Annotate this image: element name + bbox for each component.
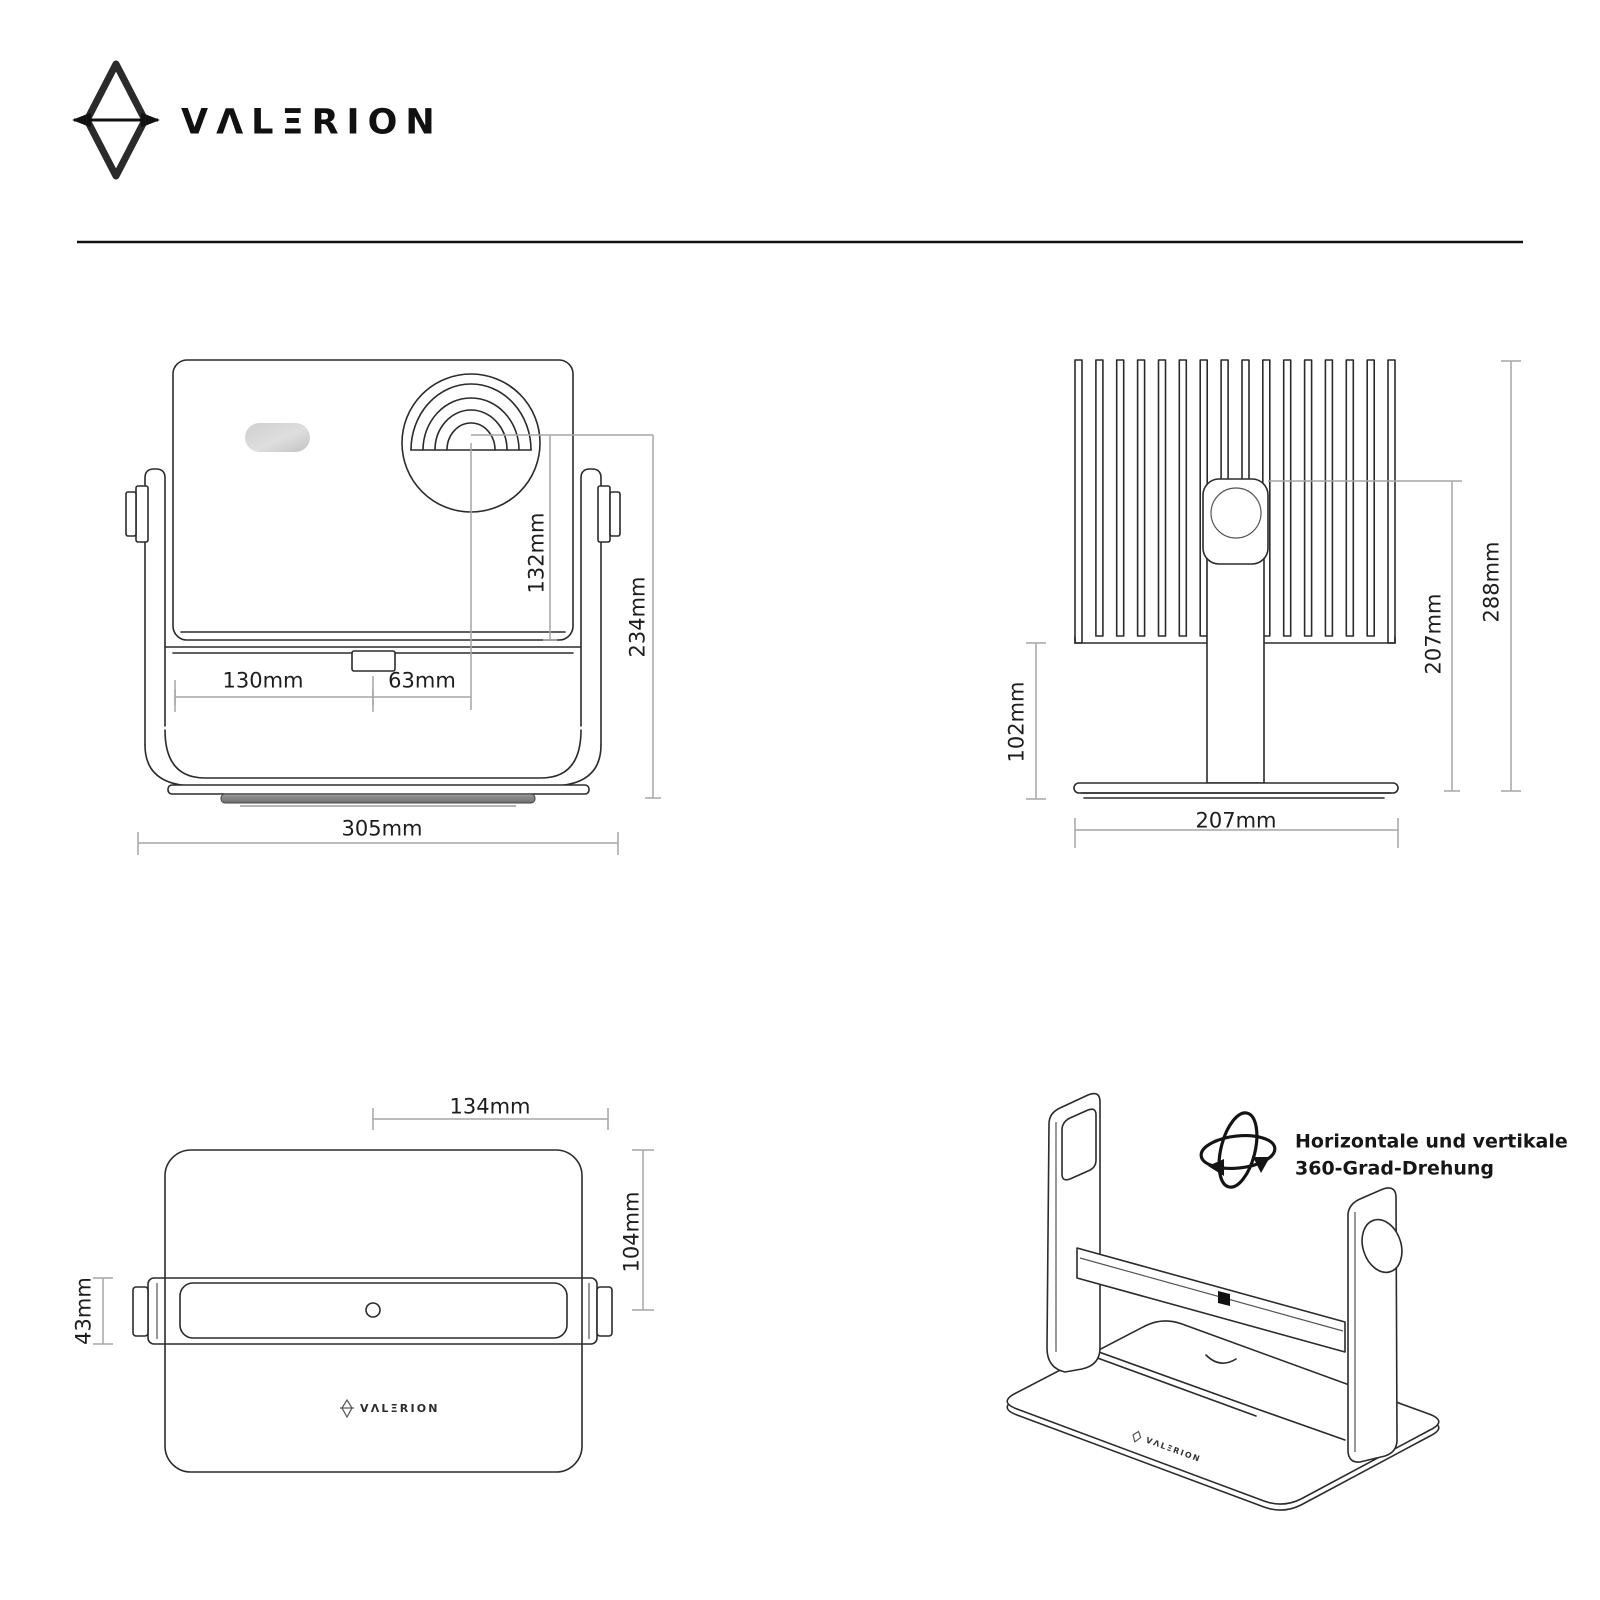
heatsink-fin: [1282, 359, 1292, 637]
perspective-base-plate: VΛLΞRION: [1006, 1320, 1440, 1511]
heatsink-fin: [1324, 359, 1334, 637]
feature-line-2: 360-Grad-Drehung: [1295, 1158, 1494, 1180]
heatsink-fin: [1115, 359, 1125, 637]
top-crossbar: [132, 1277, 613, 1345]
front-dimension-labels: 130mm 63mm 132mm 234mm 305mm: [223, 513, 650, 841]
front-base-disc: [220, 793, 536, 804]
front-view: 130mm 63mm 132mm 234mm 305mm: [125, 359, 661, 855]
rotation-feature-text: Horizontale und vertikale 360-Grad-Drehu…: [1295, 1131, 1568, 1180]
rotation-360-icon: [1199, 1111, 1277, 1189]
left-arm-window: [1061, 1108, 1097, 1181]
top-dimension-labels: 134mm 104mm 43mm: [71, 1094, 643, 1344]
top-left-knob: [132, 1286, 149, 1337]
heatsink-fin: [1095, 359, 1104, 637]
perspective-left-arm: [1046, 1092, 1101, 1373]
feature-line-1: Horizontale und vertikale: [1295, 1131, 1568, 1153]
dim-130mm: 130mm: [223, 668, 304, 692]
dim-234mm: 234mm: [625, 577, 649, 658]
front-dimension-lines: [137, 434, 661, 855]
dim-288mm: 288mm: [1479, 542, 1503, 623]
crossbar-connector-cube: [1218, 1291, 1230, 1306]
power-button-pill: [245, 423, 310, 452]
front-projector-body: [172, 359, 574, 672]
top-pivot-screw: [365, 1302, 381, 1318]
side-pivot-knob: [1210, 487, 1262, 539]
top-view-wordmark: VΛLΞRION: [360, 1402, 440, 1415]
dim-134mm: 134mm: [450, 1094, 531, 1118]
top-right-knob: [596, 1286, 613, 1337]
dim-305mm: 305mm: [342, 816, 423, 840]
dim-104mm: 104mm: [619, 1192, 643, 1273]
front-left-knob: [135, 485, 149, 543]
perspective-right-arm: [1347, 1187, 1403, 1463]
dim-207mm-base: 207mm: [1196, 808, 1277, 832]
heatsink-fin: [1303, 359, 1313, 637]
dim-102mm: 102mm: [1004, 682, 1028, 763]
side-stand-column: [1202, 478, 1269, 784]
header: VΛLΞRION: [72, 60, 1523, 244]
heatsink-fin: [1345, 359, 1355, 637]
heatsink-fin: [1387, 359, 1396, 644]
top-projector-body: [164, 1149, 583, 1473]
front-stand-bracket: [125, 468, 621, 787]
heatsink-fin: [1178, 359, 1188, 637]
heatsink-fin: [1366, 359, 1375, 637]
perspective-view: VΛLΞRION: [1006, 1092, 1568, 1511]
top-dimension-lines: [93, 1108, 654, 1345]
side-view: 102mm 207mm 288mm 207mm: [1004, 359, 1521, 848]
top-view-logo: VΛLΞRION: [340, 1398, 440, 1419]
dim-63mm: 63mm: [388, 668, 456, 692]
side-dimension-labels: 102mm 207mm 288mm 207mm: [1004, 542, 1503, 833]
front-pivot-connector: [351, 650, 396, 672]
dim-132mm: 132mm: [524, 513, 548, 594]
side-dimension-lines: [1026, 360, 1521, 848]
front-base: [167, 784, 590, 807]
dim-207mm-pivot: 207mm: [1421, 594, 1445, 675]
heatsink-fin: [1157, 359, 1167, 637]
front-right-knob: [597, 485, 611, 543]
heatsink-fin: [1074, 359, 1083, 644]
heatsink-fin: [1136, 359, 1146, 637]
valerion-diamond-icon: [72, 60, 160, 180]
dim-43mm: 43mm: [71, 1277, 95, 1345]
right-arm-knob: [1361, 1218, 1403, 1274]
brand-wordmark: VΛLΞRION: [181, 102, 443, 142]
perspective-crossbar: [1076, 1247, 1346, 1364]
top-view: VΛLΞRION 134mm 104mm 43mm: [71, 1094, 654, 1473]
side-base: [1073, 782, 1399, 799]
